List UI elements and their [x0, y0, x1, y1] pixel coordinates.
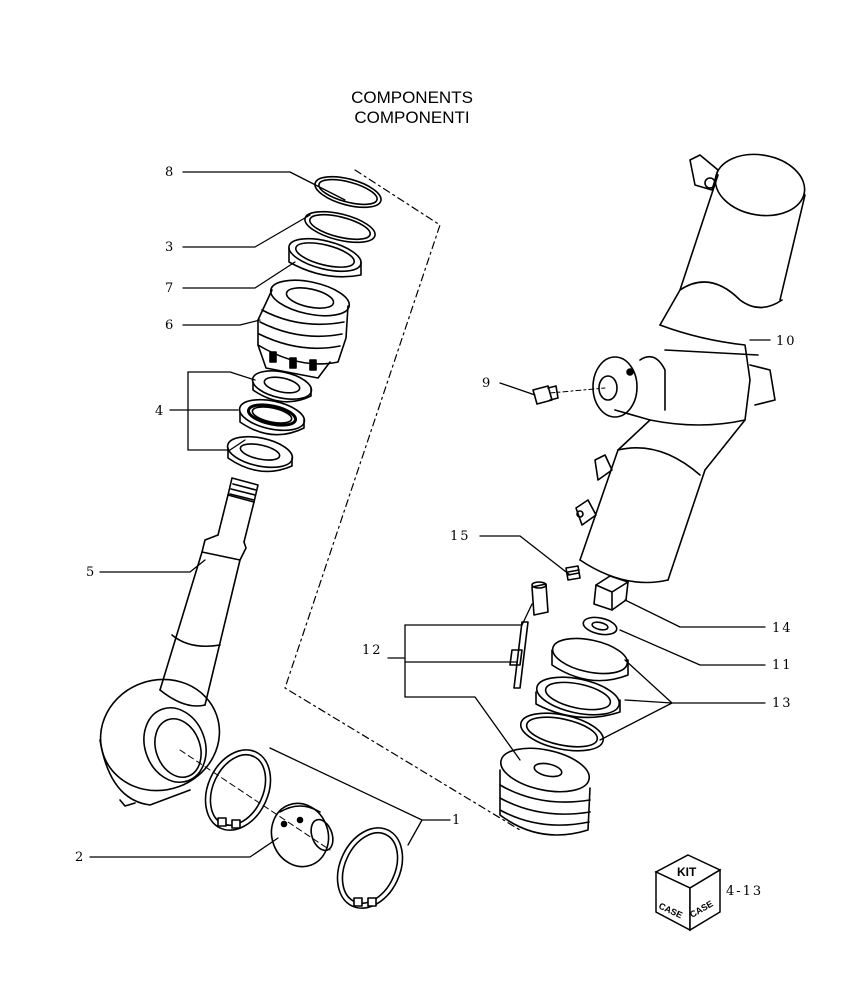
piston-12: [499, 747, 591, 836]
kit-label: KIT: [677, 865, 697, 879]
callout-15: 15: [450, 529, 471, 544]
title-italian: COMPONENTI: [354, 108, 470, 127]
callout-7: 7: [165, 281, 175, 296]
washer-11: [582, 616, 618, 636]
ring-13c: [519, 712, 605, 752]
page-reference: 4-13: [726, 884, 763, 899]
callout-10: 10: [776, 334, 797, 349]
title-english: COMPONENTS: [351, 88, 473, 107]
callout-1: 1: [452, 813, 462, 828]
kit-cube-icon: KIT CASE CASE: [654, 854, 722, 932]
callout-6: 6: [165, 318, 175, 333]
gland-6: [257, 279, 351, 379]
pin-12: [509, 621, 529, 689]
ring-13b: [535, 676, 621, 719]
sleeve-12: [531, 581, 549, 616]
callout-2: 2: [75, 850, 85, 865]
piston-rod-5: [99, 477, 259, 807]
circlip-1b: [336, 827, 404, 909]
ball-bushing-2: [270, 802, 334, 868]
alignment-dashline: [284, 169, 521, 831]
seal-4a: [251, 370, 313, 403]
callout-3: 3: [165, 240, 175, 255]
callout-11: 11: [772, 658, 793, 673]
snap-ring-8: [314, 175, 382, 209]
circlip-1a: [204, 749, 272, 831]
callout-4: 4: [155, 404, 165, 419]
seal-4b: [238, 398, 306, 436]
grease-nipple-9: [532, 385, 559, 405]
callout-8: 8: [165, 165, 175, 180]
callout-12: 12: [362, 643, 383, 658]
callout-9: 9: [482, 376, 492, 391]
seal-4c: [226, 435, 294, 473]
ring-3: [304, 210, 376, 244]
callout-5: 5: [86, 565, 96, 580]
cylinder-barrel-10: [575, 153, 806, 584]
callout-14: 14: [772, 621, 793, 636]
wiper-7: [288, 237, 362, 278]
ring-13a: [551, 637, 629, 682]
callout-13: 13: [772, 696, 793, 711]
nut-14: [593, 575, 629, 611]
